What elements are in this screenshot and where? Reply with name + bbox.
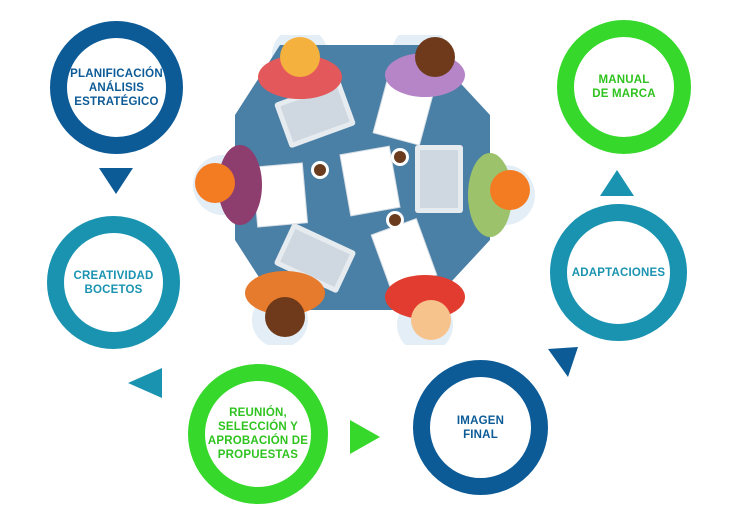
step-creatividad: CREATIVIDAD BOCETOS — [47, 216, 180, 349]
arrow-left-icon — [128, 368, 162, 398]
step-adaptaciones-label: ADAPTACIONES — [571, 266, 666, 279]
arrow-right-icon — [350, 420, 380, 454]
step-reunion: REUNIÓN, SELECCIÓN Y APROBACIÓN DE PROPU… — [188, 364, 328, 504]
step-creatividad-label: CREATIVIDAD BOCETOS — [73, 269, 154, 296]
person-icon — [195, 37, 530, 340]
step-planificacion-label: PLANIFICACIÓN ANÁLISIS ESTRATÉGICO — [70, 67, 163, 108]
arrow-up-icon — [600, 170, 634, 196]
laptop-icon — [274, 80, 463, 293]
coffee-cup-icon — [311, 148, 409, 229]
step-imagen-label: IMAGEN FINAL — [456, 414, 505, 441]
arrow-up-right-icon — [548, 347, 578, 377]
step-manual-marca: MANUAL DE MARCA — [557, 20, 691, 154]
step-adaptaciones: ADAPTACIONES — [550, 204, 687, 341]
step-manual-label: MANUAL DE MARCA — [592, 74, 656, 100]
arrow-down-icon — [99, 168, 133, 194]
meeting-table-illustration — [193, 35, 535, 345]
step-imagen-final: IMAGEN FINAL — [413, 360, 548, 495]
step-planificacion: PLANIFICACIÓN ANÁLISIS ESTRATÉGICO — [50, 21, 183, 154]
step-reunion-label: REUNIÓN, SELECCIÓN Y APROBACIÓN DE PROPU… — [207, 407, 309, 461]
